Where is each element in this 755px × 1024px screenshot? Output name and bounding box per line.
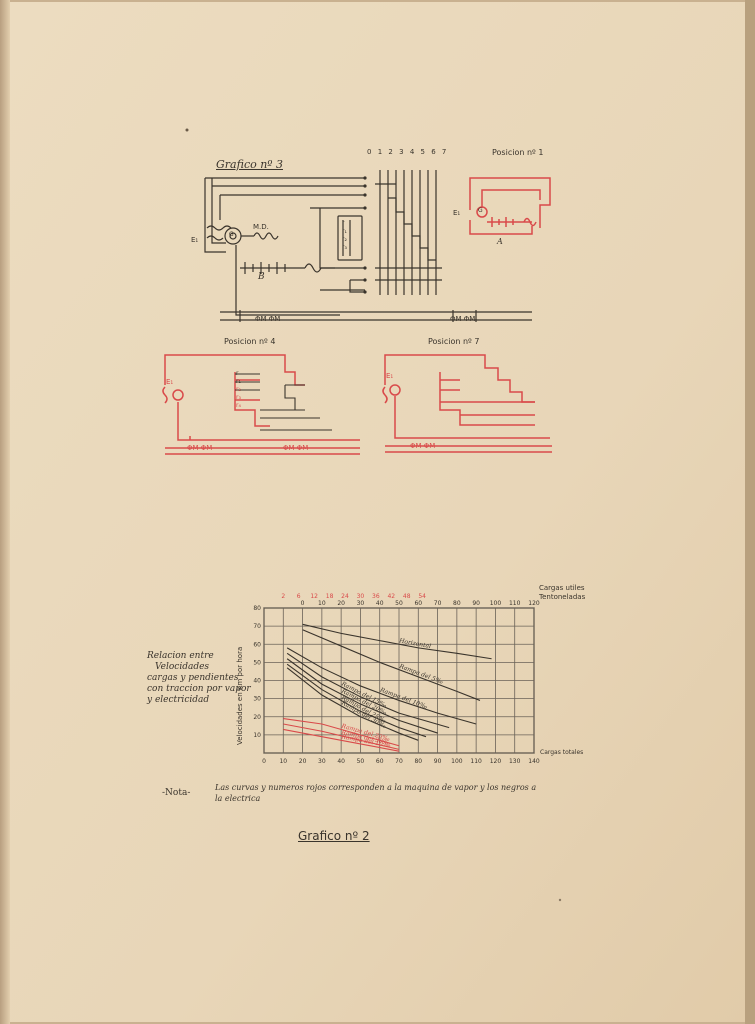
posicion1-wiring	[469, 177, 551, 235]
series-line	[302, 623, 492, 660]
y-tick-label: 20	[253, 714, 261, 721]
pos4-resistor-labels: r r₁ r₂ r₃ r₄	[236, 370, 241, 409]
posicion4-title: Posicion nº 4	[224, 337, 276, 346]
top-tick-label: 40	[376, 600, 384, 607]
x-tick-label: 40	[337, 758, 345, 765]
y-tick-label: 40	[253, 678, 261, 685]
grafico3-title: Grafico nº 3	[216, 158, 283, 171]
series-line	[286, 667, 419, 741]
note-label: -Nota-	[162, 788, 191, 798]
top-tick-label: 110	[509, 600, 521, 607]
series-line	[286, 658, 438, 734]
x-tick-label: 80	[414, 758, 422, 765]
top-tick-label: 20	[337, 600, 345, 607]
top-tick-label: 100	[490, 600, 502, 607]
generator-label: G	[229, 231, 234, 238]
pos7-e1-label: E₁	[386, 372, 394, 380]
top-tick-label: 80	[453, 600, 461, 607]
top-tick-label: 120	[528, 600, 540, 607]
y-tick-label: 10	[253, 732, 261, 739]
pos4-e1-label: E₁	[166, 378, 174, 386]
series-line	[283, 728, 400, 752]
posicion7-title: Posicion nº 7	[428, 337, 480, 346]
y-tick-label: 60	[253, 641, 261, 648]
series-line	[283, 723, 400, 750]
pos1-a-label: A	[497, 237, 503, 246]
top-tick-label: 70	[434, 600, 442, 607]
x-tick-label: 10	[279, 758, 287, 765]
posicion4-wiring	[162, 354, 360, 455]
battery-b-label: B	[258, 272, 265, 282]
x-axis-title: Cargas totales	[540, 749, 583, 756]
top-tick-label: 50	[395, 600, 403, 607]
series-line	[302, 629, 481, 701]
top-tick-label-red: 42	[387, 593, 395, 600]
pos1-e1-label: E₁	[453, 209, 461, 217]
top-tick-label-red: 54	[418, 593, 426, 600]
top-tick-label: 90	[472, 600, 480, 607]
posicion1-title: Posicion nº 1	[492, 148, 544, 157]
pos4-rail-label-right: ΦM ΦM	[283, 444, 309, 452]
y-tick-label: 70	[253, 623, 261, 630]
x-tick-label: 100	[451, 758, 463, 765]
x-tick-label: 110	[470, 758, 482, 765]
top-tick-label: 60	[414, 600, 422, 607]
x-tick-label: 120	[490, 758, 502, 765]
rail-label-left: ΦM ΦM	[255, 315, 281, 323]
x-tick-label: 20	[299, 758, 307, 765]
top-tick-label: 10	[318, 600, 326, 607]
contact-numbers: 0 1 2 3 4 5 6 7	[367, 148, 449, 156]
x-tick-label: 70	[395, 758, 403, 765]
x-tick-label: 130	[509, 758, 521, 765]
grafico3-wiring	[204, 170, 532, 322]
top-tick-label-red: 18	[326, 593, 334, 600]
pos7-rail-label: ΦM ΦM	[410, 442, 436, 450]
chart-top-axis-title: Cargas utiles Tentoneladas	[539, 584, 586, 601]
top-tick-label-red: 12	[310, 593, 318, 600]
footer-title: Grafico nº 2	[298, 829, 370, 843]
series-label: Rampa del 5‰	[397, 663, 444, 686]
x-tick-label: 60	[376, 758, 384, 765]
top-tick-label-red: 30	[357, 593, 365, 600]
note-text: Las curvas y numeros rojos corresponden …	[215, 783, 537, 803]
y-axis-title: Velocidades en Km por hora	[236, 647, 244, 745]
series-line	[286, 652, 450, 729]
pos1-generator-label: G	[478, 207, 483, 214]
x-tick-label: 50	[357, 758, 365, 765]
md-label: M.D.	[253, 223, 269, 231]
top-tick-label-red: 48	[403, 593, 411, 600]
top-tick-label: 30	[357, 600, 365, 607]
top-tick-label-red: 2	[281, 593, 285, 600]
resistor-labels: r r₁ r₂ r₃	[342, 220, 347, 251]
posicion7-wiring	[382, 354, 552, 453]
x-tick-label: 30	[318, 758, 326, 765]
x-tick-label: 0	[262, 758, 266, 765]
pos4-rail-label-left: ΦM ΦM	[187, 444, 213, 452]
series-label: Horizontal	[398, 637, 432, 650]
top-tick-label: 0	[301, 600, 305, 607]
top-tick-label-red: 24	[341, 593, 349, 600]
series-line	[286, 647, 477, 725]
chart-left-caption: Relacion entre Velocidades cargas y pend…	[147, 651, 251, 705]
y-tick-label: 30	[253, 696, 261, 703]
y-tick-label: 80	[253, 605, 261, 612]
schematic-diagrams	[162, 170, 552, 455]
e1-label: E₁	[191, 236, 199, 244]
top-tick-label-red: 36	[372, 593, 380, 600]
top-tick-label-red: 6	[297, 593, 301, 600]
series-line	[286, 663, 427, 738]
x-tick-label: 140	[528, 758, 540, 765]
rail-label-right: ΦM ΦM	[450, 315, 476, 323]
y-tick-label: 50	[253, 659, 261, 666]
x-tick-label: 90	[434, 758, 442, 765]
series-line	[283, 718, 400, 747]
